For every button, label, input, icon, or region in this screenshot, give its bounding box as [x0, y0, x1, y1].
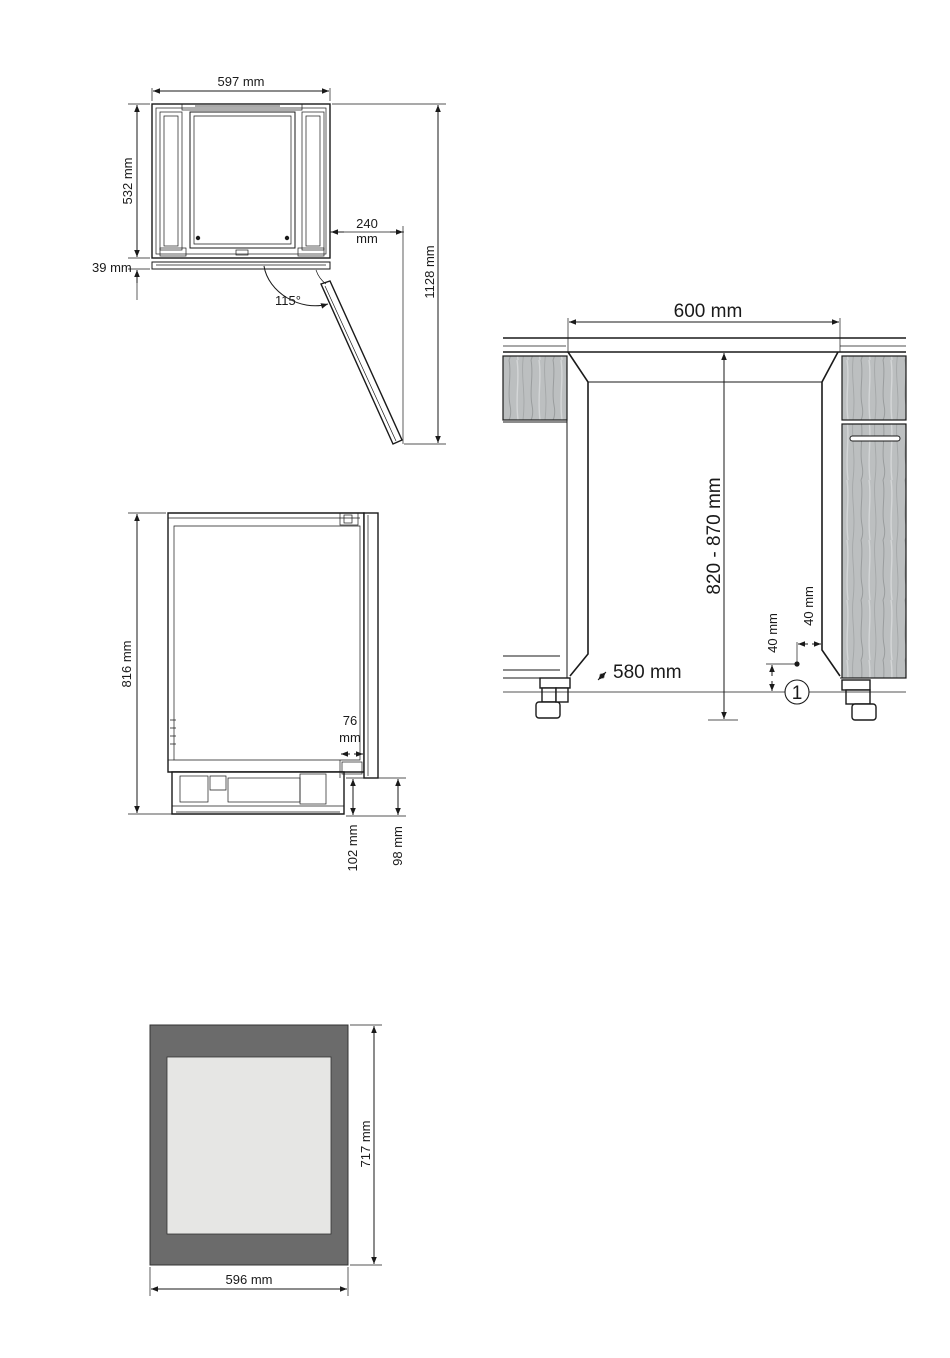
door-gap-mm-label: mm	[339, 730, 361, 745]
door-offset-39-label: 39 mm	[92, 260, 132, 275]
niche-depth-580-label: 580 mm	[613, 662, 682, 683]
height-816-label: 816 mm	[119, 641, 134, 688]
screw-icon	[196, 236, 200, 240]
side-view-cabinet	[168, 513, 364, 772]
width-597-label: 597 mm	[218, 74, 265, 89]
swing-clearance-240-label: 240	[356, 216, 378, 231]
top-view-cabinet	[152, 104, 330, 258]
left-drawer-front	[503, 356, 567, 420]
front-panel-glass	[167, 1057, 331, 1234]
niche-left-wall	[568, 352, 588, 676]
handle-icon	[850, 436, 900, 441]
plinth-102-label: 102 mm	[345, 825, 360, 872]
niche-height-label: 820 - 870 mm	[704, 477, 725, 594]
swing-clearance-mm-label: mm	[356, 231, 378, 246]
screw-icon	[285, 236, 289, 240]
top-view: 115° 597 mm 532 mm 39 mm 240 mm 1128 mm	[92, 74, 446, 444]
vent-offset-vertical-label: 40 mm	[765, 613, 780, 653]
panel-width-596-label: 596 mm	[226, 1272, 273, 1287]
door-gap-76-label: 76	[343, 713, 357, 728]
side-view: 816 mm 76 mm 102 mm 98 mm	[119, 513, 406, 871]
depth-532-label: 532 mm	[120, 158, 135, 205]
opening-angle-label: 115°	[275, 293, 301, 308]
niche-width-600-label: 600 mm	[674, 301, 743, 322]
right-drawer-front	[842, 356, 906, 420]
top-view-door-frame	[152, 262, 330, 269]
right-door-front	[842, 424, 906, 678]
callout-marker-label: 1	[792, 683, 803, 704]
total-depth-1128-label: 1128 mm	[422, 245, 437, 298]
niche-view: 600 mm 820 - 870 mm 580 mm 40 mm 40 mm 1	[503, 301, 906, 720]
vent-offset-horizontal-label: 40 mm	[801, 586, 816, 626]
panel-height-717-label: 717 mm	[358, 1121, 373, 1168]
plinth-98-label: 98 mm	[390, 826, 405, 866]
side-view-door	[364, 513, 378, 778]
niche-right-wall	[822, 352, 840, 676]
top-view-open-door	[321, 281, 402, 444]
front-panel-view: 717 mm 596 mm	[150, 1025, 382, 1296]
